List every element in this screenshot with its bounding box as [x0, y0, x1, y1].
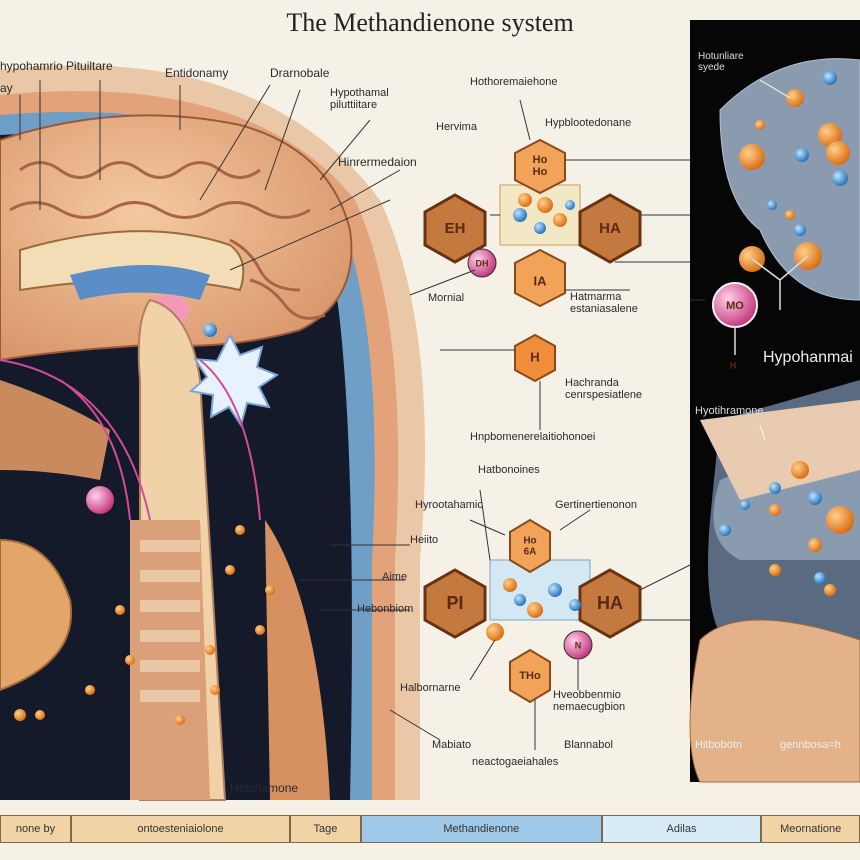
label-hotunliare: Hotunliare syede	[698, 51, 744, 73]
label-hypothalamus-pituitary: hypohamrio Pituiltare	[0, 59, 113, 73]
label-hatbonoines: Hatbonoines	[478, 464, 540, 476]
label-hypblootedonane: Hypblootedonane	[545, 117, 632, 129]
label-entidonamy: Entidonamy	[165, 66, 229, 80]
brain-leader-lines	[19, 80, 410, 611]
hex-bottom-1: PI	[446, 593, 463, 613]
label-hveobbenmio: Hveobbenmio nemaecugbion	[553, 689, 626, 713]
label-heiito: Heiito	[410, 534, 439, 546]
legend-cell-2: ontoesteniaiolone	[71, 815, 290, 843]
label-gennbosa: gennbosa=h	[780, 739, 841, 751]
label-blannabol: Blannabol	[564, 739, 613, 751]
legend-cell-3: Tage	[289, 815, 361, 843]
bottom-legend-bar: none by ontoesteniaiolone Tage Methandie…	[0, 815, 860, 843]
hex-bottom-3: HA	[597, 593, 623, 613]
label-aime: Aime	[382, 571, 408, 583]
legend-cell-1: none by	[0, 815, 72, 843]
molecule-top	[423, 138, 642, 383]
legend-cell-4: Methandienone	[360, 815, 602, 843]
right-node-labels: MO H	[726, 300, 744, 370]
molecule-bottom-tag: N	[575, 640, 582, 650]
label-hyotihramone: Hyotihramone	[695, 405, 764, 417]
label-hebonbiom: Hebonbiom	[357, 603, 414, 615]
label-gertinertienonon: Gertinertienonon	[555, 499, 637, 511]
molecule-bottom	[423, 518, 642, 704]
label-drarnobale: Drarnobale	[270, 66, 330, 80]
brain-cross-section	[0, 65, 425, 801]
right-panel	[689, 20, 860, 783]
label-hervima: Hervima	[436, 121, 477, 133]
label-hetshamone: Hetshamone	[230, 781, 299, 795]
label-mabiato: Mabiato	[432, 739, 472, 751]
label-neactogaeiahales: neactogaeiahales	[472, 756, 559, 768]
hex-bottom-4: THo	[519, 670, 541, 682]
label-hatmarma: Hatmarma estaniasalene	[570, 291, 638, 315]
label-hitbobotn: Hitbobotn	[695, 739, 743, 751]
node-h: H	[730, 360, 737, 370]
label-ay: ay	[0, 81, 13, 95]
page-title: The Methandienone system	[286, 8, 574, 37]
label-hothoremaiehone: Hothoremaiehone	[470, 76, 558, 88]
hex-top-4: IA	[534, 273, 548, 288]
node-mo: MO	[726, 300, 744, 312]
label-halbornarne: Halbornarne	[400, 682, 461, 694]
legend-cell-5: Adilas	[601, 815, 762, 843]
molecule-top-lines	[409, 99, 700, 430]
label-hachranda: Hachranda cenrspesiatlene	[565, 377, 643, 401]
label-hypothamal: Hypothamal piluttiitare	[330, 87, 389, 111]
label-hinrermedaion: Hinrermedaion	[338, 155, 417, 169]
hex-top-5: H	[530, 349, 539, 364]
label-hnpbomenerelaitiohonoei: Hnpbomenerelaitiohonoei	[470, 431, 596, 443]
hex-top-3: HA	[599, 220, 621, 237]
molecule-top-tag: DH	[476, 258, 489, 268]
legend-cell-6: Meornatione	[761, 815, 860, 843]
label-hyrootahamic: Hyrootahamic	[415, 499, 483, 511]
label-mornial: Mornial	[428, 292, 465, 304]
hex-top-1: EH	[445, 220, 466, 237]
label-hypohanmai: Hypohanmai	[763, 349, 853, 366]
